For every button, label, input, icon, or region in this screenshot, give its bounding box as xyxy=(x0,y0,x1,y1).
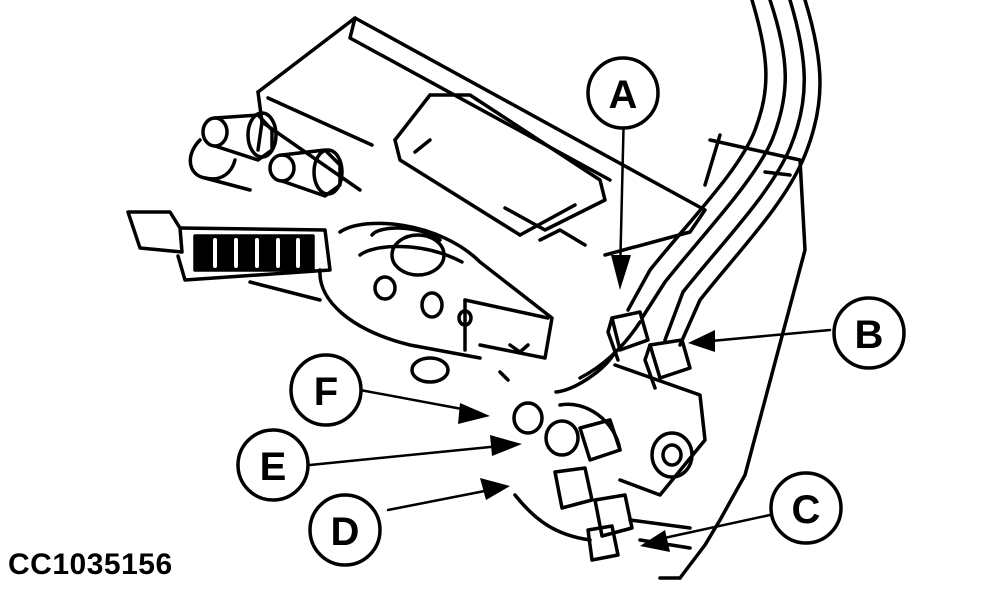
fitting-block xyxy=(512,310,707,497)
callout-circle-c xyxy=(769,471,843,545)
callout-circle-f xyxy=(289,353,363,427)
housing-bracket xyxy=(393,93,607,247)
callout-label-e: E xyxy=(260,445,287,489)
hydraulic-tubes xyxy=(626,0,822,347)
callout-label-b: B xyxy=(855,313,884,357)
callout-circles xyxy=(236,56,906,567)
wiring-harness xyxy=(188,111,344,198)
callout-circle-d xyxy=(308,493,382,567)
figure-id-code: CC1035156 xyxy=(8,548,173,581)
callout-circle-b xyxy=(832,296,906,370)
callout-label-a: A xyxy=(609,73,638,117)
leader-lines xyxy=(308,106,832,542)
main-housing xyxy=(256,16,707,257)
callout-label-f: F xyxy=(314,370,338,414)
leader-arrowheads xyxy=(458,255,715,552)
callout-circle-e xyxy=(236,428,310,502)
callout-letters: A B C D E F xyxy=(260,73,884,554)
ribbed-actuator xyxy=(126,210,332,302)
lower-fittings xyxy=(513,466,692,562)
callout-label-c: C xyxy=(792,488,821,532)
callout-circle-a xyxy=(586,56,660,130)
callout-label-d: D xyxy=(331,510,360,554)
valve-block xyxy=(318,221,554,384)
